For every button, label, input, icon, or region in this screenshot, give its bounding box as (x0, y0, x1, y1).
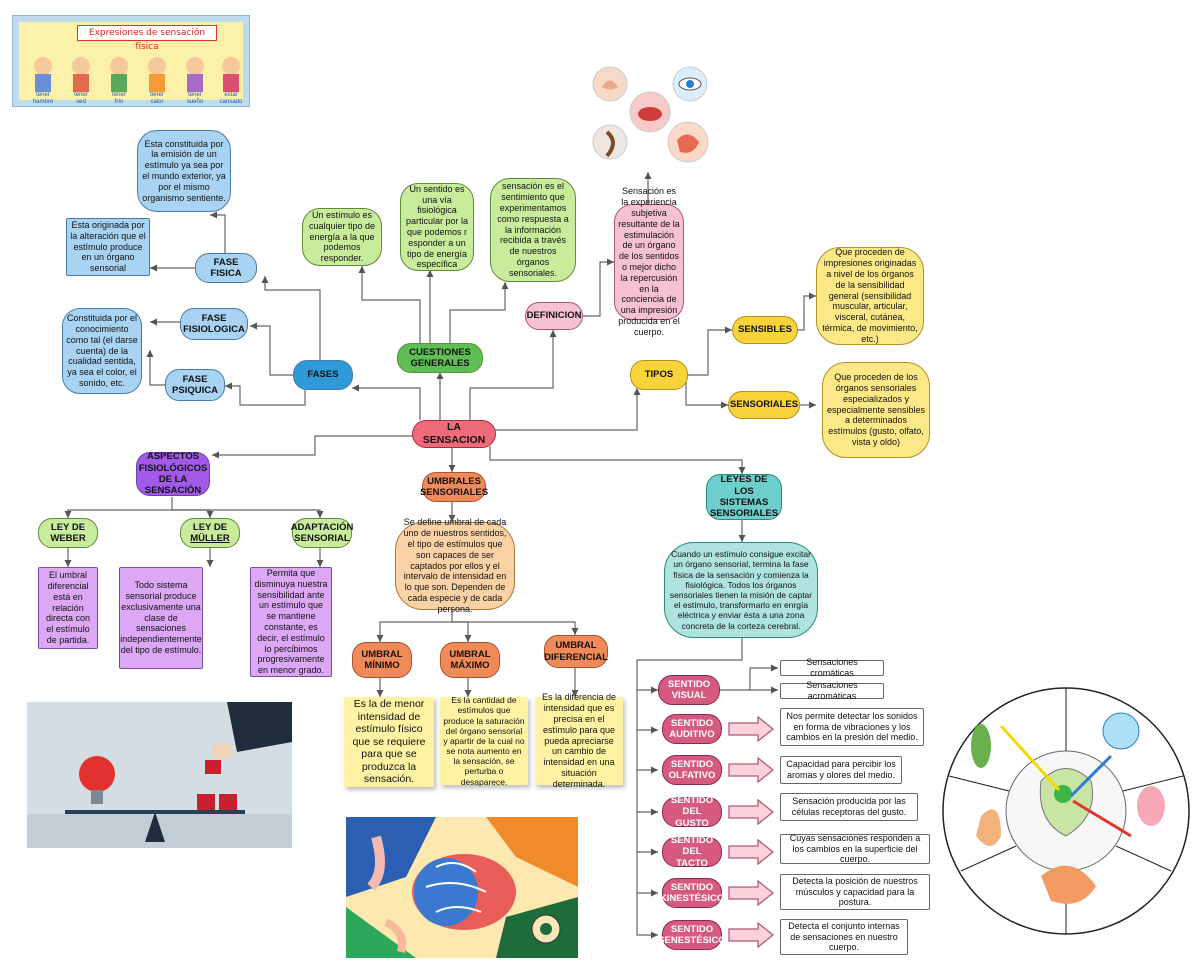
fase-fisiologica-node[interactable]: FASE FISIOLOGICA (180, 308, 248, 340)
sentido-gusto-description: Sensación producida por las células rece… (780, 793, 918, 821)
leyes-description: Cuando un estímulo consigue excitar un ó… (664, 542, 818, 638)
arrow-kinestesico-icon (728, 880, 774, 906)
umbral-diferencial-description: Es la diferencia de intensidad que es pr… (535, 692, 623, 789)
balance-illustration (27, 702, 292, 848)
arrow-tacto-icon (728, 839, 774, 865)
sensaciones-acromaticas-box: Sensaciones acromáticas (780, 680, 884, 701)
ley-muller-prefix: LEY DE (192, 521, 228, 533)
sentido-tacto-description: Cuyas sensaciones responden a los cambio… (780, 833, 930, 864)
banner-title: Expresiones de sensación física (77, 25, 217, 52)
adaptacion-description: Permita que disminuya nuestra sensibilid… (250, 567, 332, 677)
sentido-olfativo-node[interactable]: SENTIDO OLFATIVO (662, 755, 722, 785)
adaptacion-sensorial-node[interactable]: ADAPTACIÓN SENSORIAL (291, 518, 353, 548)
sentido-senestesico-description: Detecta el conjunto internas de sensacio… (780, 919, 908, 955)
sentido-tacto-node[interactable]: SENTIDO DEL TACTO (662, 835, 722, 869)
umbral-minimo-description: Es la de menor intensidad de estímulo fí… (344, 697, 434, 787)
umbrales-sensoriales-node[interactable]: UMBRALES SENSORIALES (420, 472, 488, 502)
umbral-minimo-node[interactable]: UMBRAL MÍNIMO (352, 642, 412, 678)
banner-caption-6: estar cansado (219, 92, 243, 105)
leyes-sistemas-node[interactable]: LEYES DE LOS SISTEMAS SENSORIALES (706, 474, 782, 520)
senses-circles-image (592, 66, 709, 163)
umbrales-description: Se define umbral de cada uno de nuestros… (395, 517, 515, 614)
sensibles-node[interactable]: SENSIBLES (732, 316, 798, 344)
ley-muller-name: MÜLLER (190, 533, 230, 544)
sensaciones-cromaticas-box: Sensaciones cromáticas (780, 657, 884, 678)
sentido-gusto-node[interactable]: SENTIDO DEL GUSTO (662, 795, 722, 829)
sentido-kinestesico-description: Detecta la posición de nuestros músculos… (780, 874, 930, 910)
sensibles-description: Que proceden de impresiones originadas a… (816, 247, 924, 345)
banner-image: Expresiones de sensación física tener ha… (12, 15, 250, 107)
banner-caption-2: tener sed (74, 92, 88, 105)
ley-muller-node[interactable]: LEY DE MÜLLER (180, 518, 240, 548)
banner-caption-3: tener frío (112, 92, 126, 105)
center-node[interactable]: LA SENSACION (412, 420, 496, 448)
banner-caption-5: tener sueño (186, 92, 204, 105)
umbral-maximo-description: Es la cantidad de estímulos que produce … (440, 695, 528, 787)
fase-fisica-description: Esta constituida por la emisión de un es… (137, 130, 231, 212)
aspectos-fisiologicos-node[interactable]: ASPECTOS FISIOLÓGICOS DE LA SENSACIÓN (136, 451, 210, 496)
arrow-olfativo-icon (728, 757, 774, 783)
sensoriales-node[interactable]: SENSORIALES (728, 391, 800, 419)
sensoriales-description: Que proceden de los órganos sensoriales … (822, 362, 930, 458)
ley-weber-node[interactable]: LEY DE WEBER (38, 518, 98, 548)
brain-illustration (346, 817, 578, 958)
weber-description: El umbral diferencial está en relación d… (38, 567, 98, 649)
sentido-kinestesico-node[interactable]: SENTIDO KINESTÉSICO (660, 878, 724, 908)
arrow-senestesico-icon (728, 922, 774, 948)
sentido-visual-node[interactable]: SENTIDO VISUAL (658, 675, 720, 705)
sentido-senestesico-node[interactable]: SENTIDO SENESTÉSICO (658, 920, 726, 950)
sentido-auditivo-node[interactable]: SENTIDO AUDITIVO (662, 714, 722, 744)
arrow-gusto-icon (728, 799, 774, 825)
estimulo-description: Un estímulo es cualquier tipo de energía… (302, 208, 382, 266)
sentido-description: Un sentido es una vía fisiológica partic… (400, 183, 474, 271)
fase-psiquica-node[interactable]: FASE PSIQUICA (165, 369, 225, 401)
sensacion-description: sensación es el sentimiento que experime… (490, 178, 576, 282)
definicion-node[interactable]: DEFINICION (525, 302, 583, 330)
fase-psiquica-description: Constituida por el conocimiento como tal… (62, 308, 142, 394)
tipos-node[interactable]: TIPOS (630, 360, 688, 390)
umbral-maximo-node[interactable]: UMBRAL MÁXIMO (440, 642, 500, 678)
senses-wheel-illustration (942, 687, 1190, 935)
sentido-olfativo-description: Capacidad para percibir los aromas y olo… (780, 756, 902, 784)
fase-fisica-node[interactable]: FASE FISICA (195, 253, 257, 283)
arrow-auditivo-icon (728, 716, 774, 742)
fase-fisiologica-description: Esta originada por la alteración que el … (66, 218, 150, 276)
cuestiones-generales-node[interactable]: CUESTIONES GENERALES (397, 343, 483, 373)
banner-caption-4: tener calor (150, 92, 164, 105)
fases-node[interactable]: FASES (293, 360, 353, 390)
sentido-auditivo-description: Nos permite detectar los sonidos en form… (780, 708, 924, 746)
muller-description: Todo sistema sensorial produce exclusiva… (119, 567, 203, 669)
banner-caption-1: tener hambre (32, 92, 54, 105)
definicion-description: Sensación es la experiencia subjetiva re… (614, 186, 684, 337)
umbral-diferencial-node[interactable]: UMBRAL DIFERENCIAL (544, 635, 608, 668)
